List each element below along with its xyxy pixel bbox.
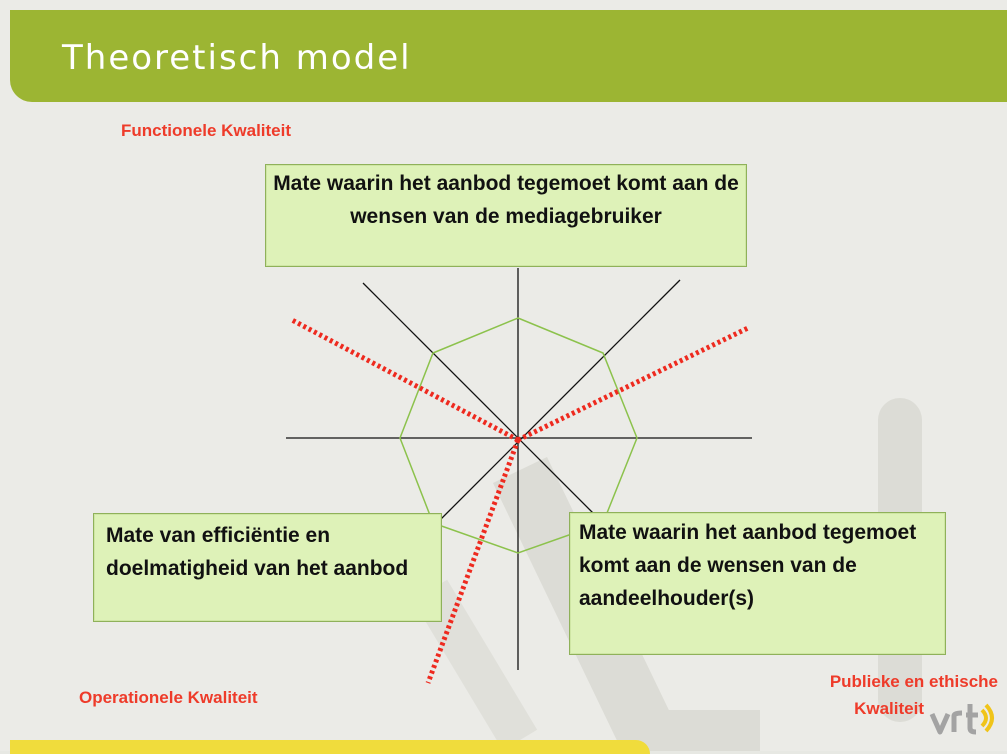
label-public-line2: Kwaliteit [854,699,924,718]
box-user-wishes: Mate waarin het aanbod tegemoet komt aan… [265,164,747,267]
octagon-shape [399,317,638,554]
box-efficiency: Mate van efficiëntie en doelmatigheid va… [93,513,442,622]
quality-axis-operational [425,439,521,684]
label-functional-quality: Functionele Kwaliteit [121,121,292,140]
title-bar: Theoretisch model [10,10,1007,102]
quality-axis-functional [290,317,520,443]
axis-diagonal-1 [362,282,604,524]
page-title: Theoretisch model [62,38,412,78]
axis-diagonal-2 [432,279,681,528]
label-operational-quality: Operationele Kwaliteit [79,688,258,707]
footer-bar [10,740,650,754]
vrt-logo-icon [929,703,994,735]
label-public-ethical-quality: Publieke en ethische Kwaliteit [754,668,998,722]
label-public-line1: Publieke en ethische [829,672,998,691]
quality-axis-public [516,325,750,443]
box-shareholder-wishes: Mate waarin het aanbod tegemoet komt aan… [569,512,946,655]
